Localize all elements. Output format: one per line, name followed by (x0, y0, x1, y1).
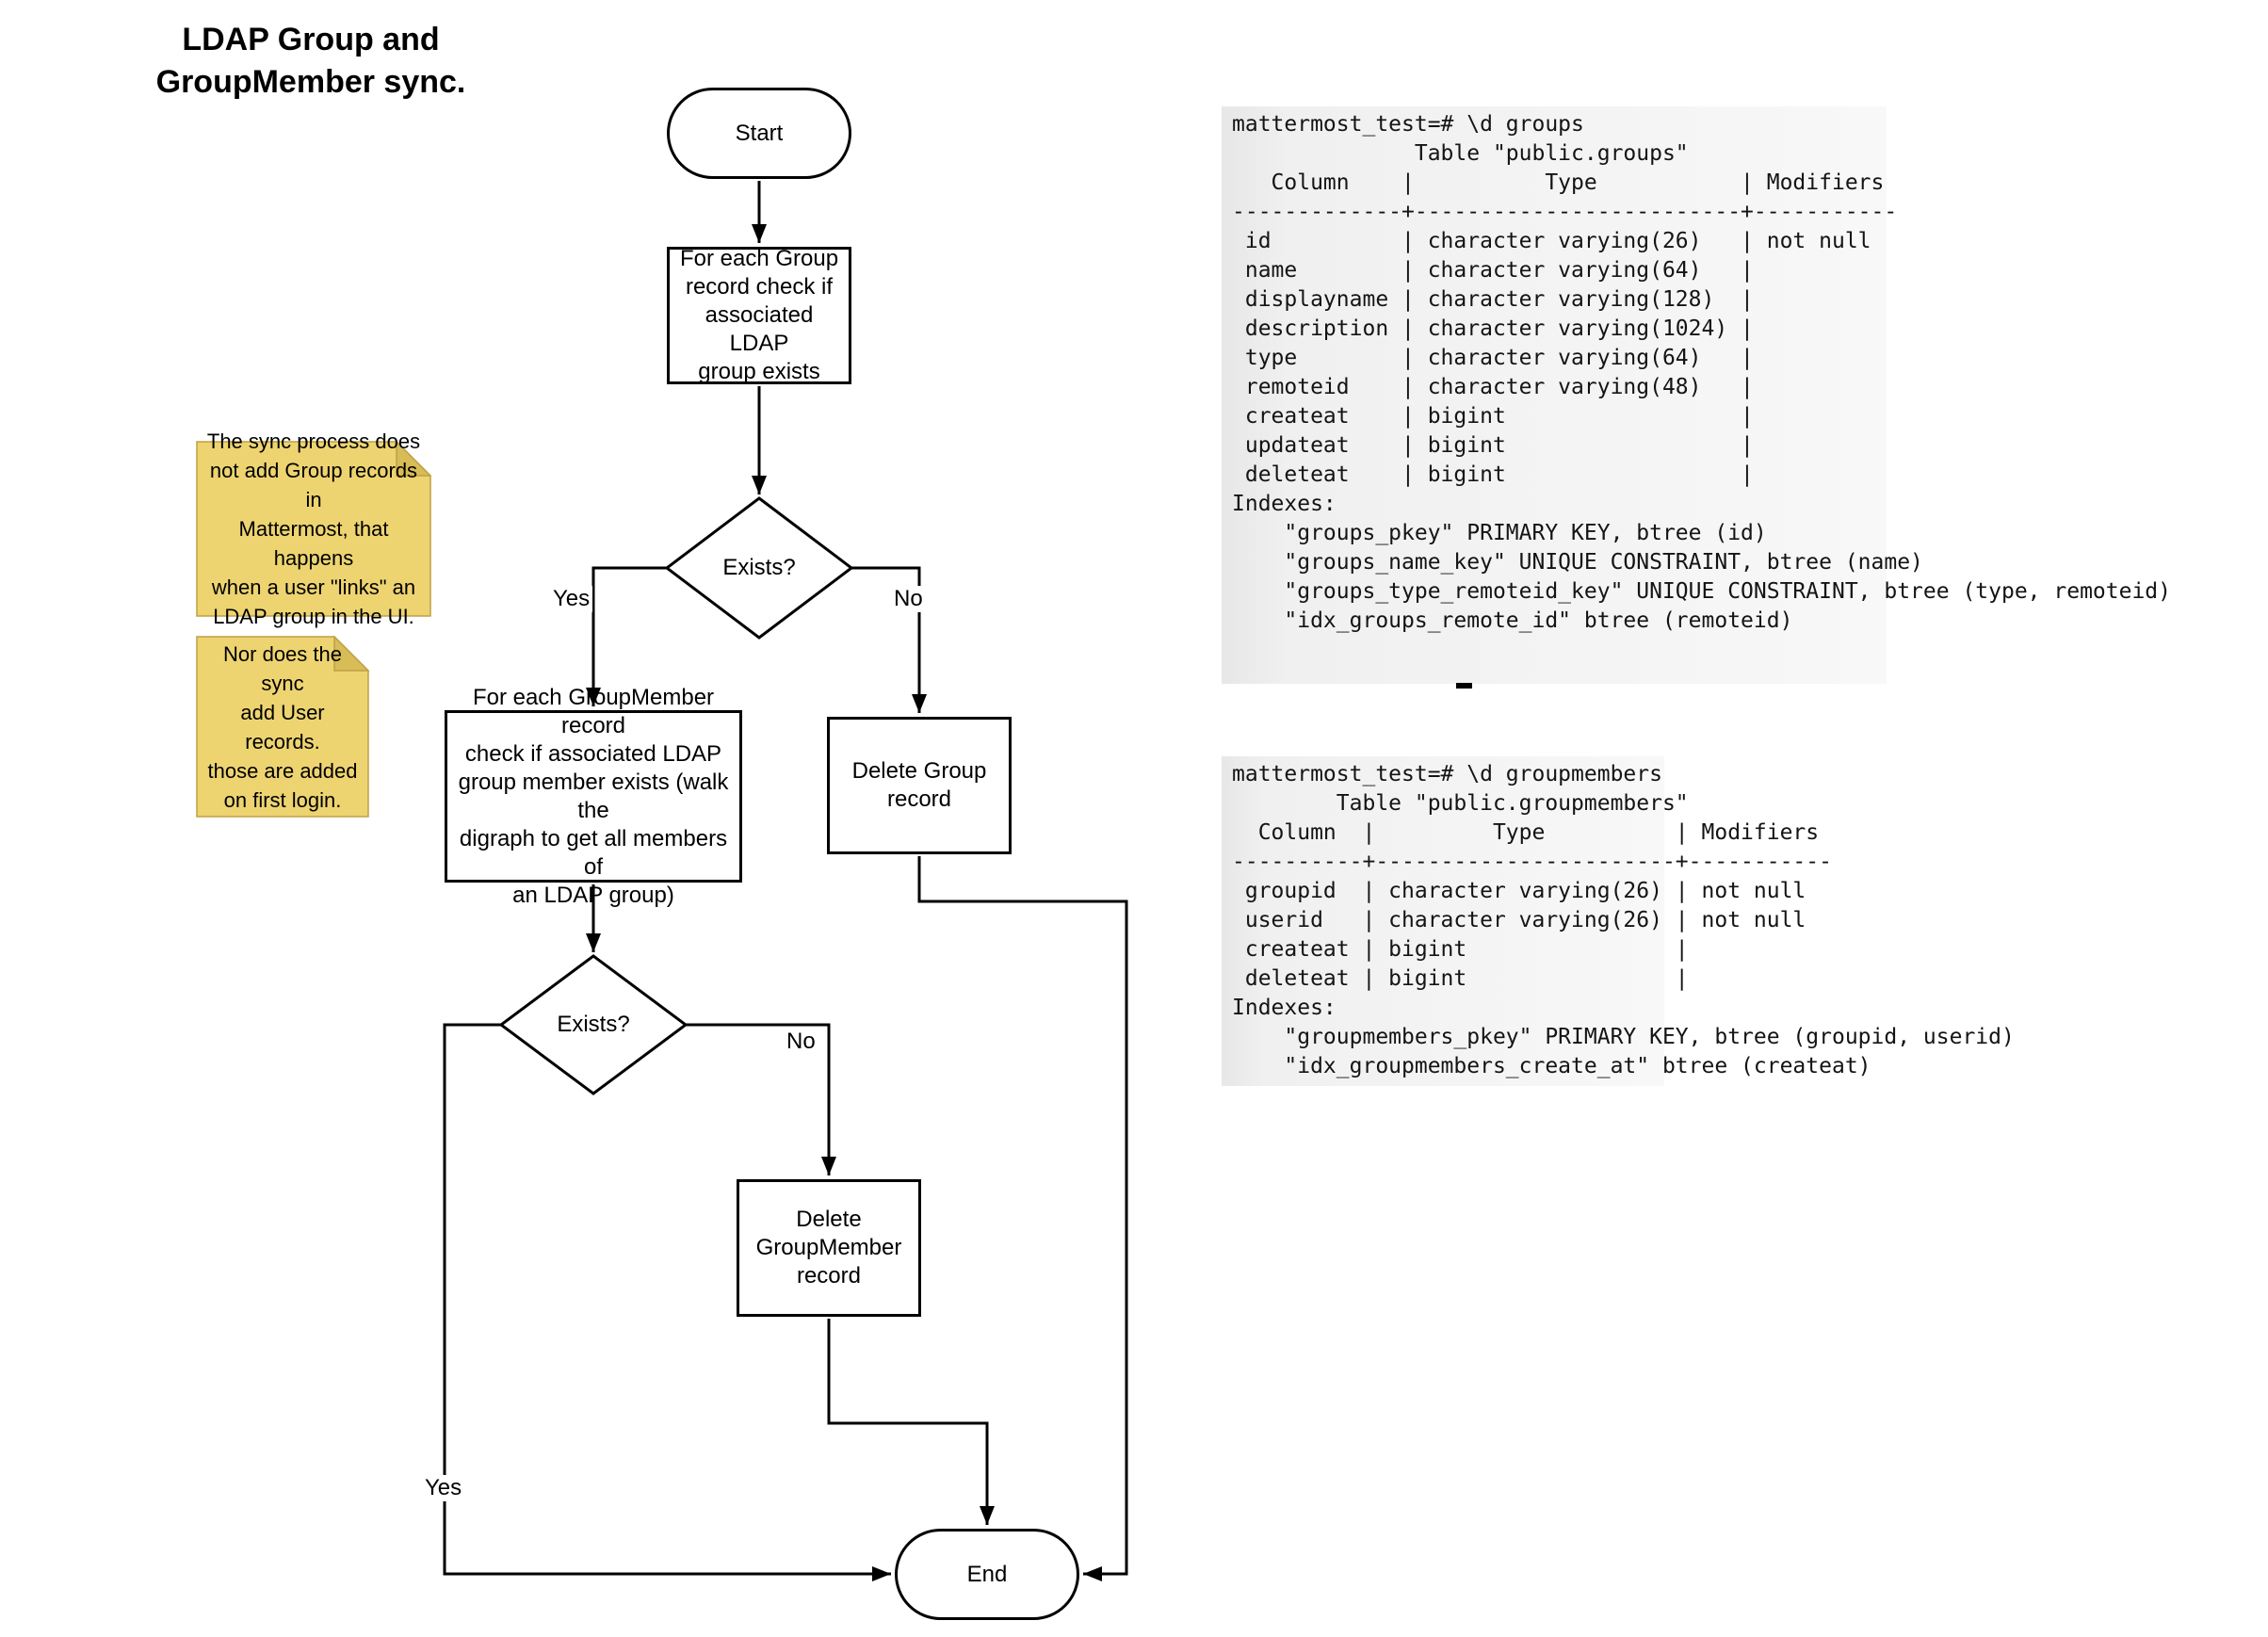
decision-group-exists-shape (664, 496, 854, 640)
process-delete-groupmember: Delete GroupMember record (737, 1179, 921, 1317)
edge-label-group-yes: Yes (550, 586, 593, 612)
start-node: Start (667, 88, 851, 179)
edge-exists-yes-to-check-member (586, 566, 667, 706)
process-check-groupmember: For each GroupMember record check if ass… (445, 685, 742, 908)
edge-label-member-no: No (784, 1029, 818, 1055)
end-node: End (895, 1529, 1079, 1620)
terminal-groupmembers-background (1222, 756, 1664, 1086)
edge-exists-no-to-delete-group (851, 566, 927, 713)
sticky-note-shape (196, 441, 431, 617)
terminal-groups-background (1222, 106, 1887, 684)
terminal-cursor-dash (1456, 683, 1472, 689)
terminal-groupmembers-output: mattermost_test=# \d groupmembers Table … (1232, 762, 2015, 1078)
edge-label-group-no: No (891, 586, 926, 612)
sticky-note-text: The sync process does not add Group reco… (206, 430, 421, 628)
decision-group-exists-label: Exists? (722, 555, 796, 580)
sticky-note-shape (196, 636, 369, 818)
edge-exists2-yes-to-end (443, 1023, 891, 1581)
sticky-note-text: Nor does the sync add User records. thos… (207, 641, 358, 812)
decision-member-exists-label: Exists? (557, 1012, 630, 1037)
process-delete-group: Delete Group record (827, 717, 1012, 854)
terminal-groups-output: mattermost_test=# \d groups Table "publi… (1232, 112, 2171, 633)
sticky-note-user-records: Nor does the sync add User records. thos… (196, 636, 369, 818)
process-check-group: For each Group record check if associate… (667, 246, 851, 384)
edge-label-member-yes: Yes (422, 1475, 465, 1501)
page-title: LDAP Group and GroupMember sync. (155, 22, 466, 100)
edge-delete-group-to-end (917, 856, 1128, 1581)
edge-delete-member-to-end (827, 1319, 995, 1525)
edge-exists2-no-to-delete-member (686, 1023, 836, 1175)
sticky-note-group-sync: The sync process does not add Group reco… (196, 430, 431, 628)
decision-member-exists-shape (498, 954, 688, 1095)
